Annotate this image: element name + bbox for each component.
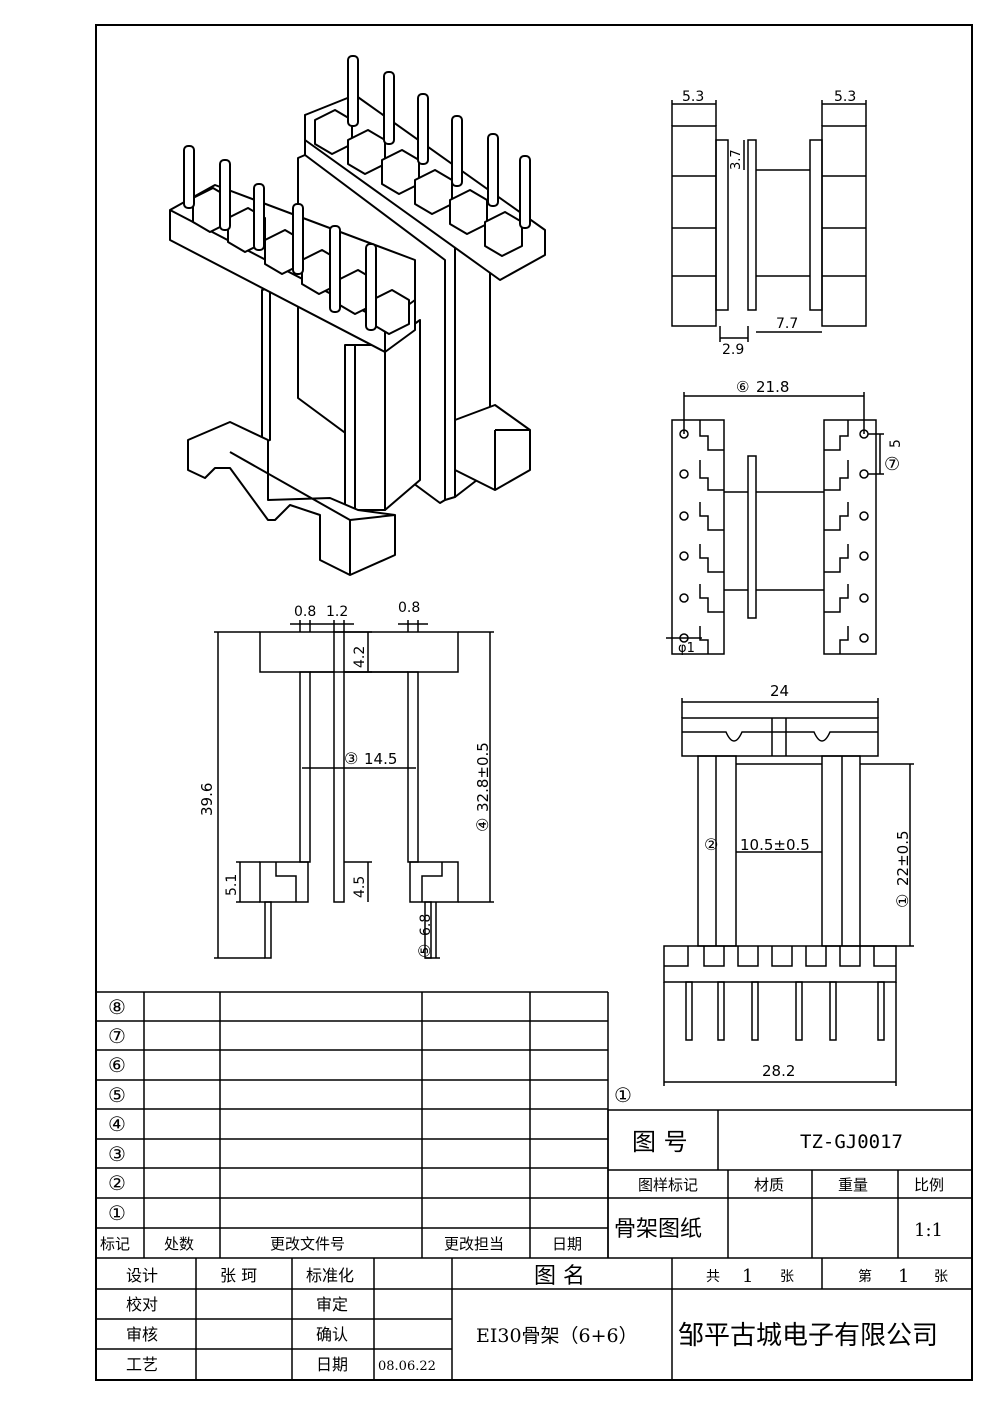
design-label: 设计 — [126, 1266, 158, 1285]
date-label: 日期 — [316, 1355, 348, 1374]
rev-col-count: 处数 — [164, 1235, 194, 1253]
front-32-8-marker: ④ — [473, 818, 492, 832]
scale-label: 比例 — [914, 1176, 944, 1194]
process-label: 工艺 — [126, 1355, 158, 1374]
scale-value: 1:1 — [914, 1220, 943, 1241]
dim-front-5-1: 5.1 — [224, 874, 240, 896]
dim-front-6-8: 6.8 — [418, 914, 434, 936]
sample-mark-label: 图样标记 — [638, 1176, 698, 1194]
title-block-grid — [96, 1109, 972, 1380]
revision-marker-4: ④ — [108, 1112, 126, 1136]
dim-front-4-5: 4.5 — [352, 876, 368, 898]
rev-col-date: 日期 — [552, 1235, 582, 1253]
side-view — [663, 698, 914, 1086]
revision-marker-1: ① — [108, 1201, 126, 1225]
drawing-no-label: 图 号 — [632, 1128, 688, 1156]
rev-col-mark: 标记 — [100, 1235, 130, 1253]
page-no: 1 — [898, 1266, 909, 1287]
pin-span-marker: ⑥ — [736, 378, 749, 396]
dim-front-1-2: 1.2 — [326, 604, 348, 620]
rev-col-sign: 更改担当 — [444, 1235, 504, 1253]
revision-marker-8: ⑧ — [108, 995, 126, 1019]
front-14-5-marker: ③ — [344, 749, 358, 768]
dim-front-39-6: 39.6 — [198, 783, 216, 816]
dim-front-14-5: 14.5 — [364, 750, 397, 768]
title-loose-marker: ① — [614, 1083, 632, 1107]
side-22-marker: ① — [893, 894, 912, 908]
dim-gap-2-9: 2.9 — [722, 342, 744, 358]
dim-side-10-5: 10.5±0.5 — [740, 836, 810, 854]
dim-side-24: 24 — [770, 682, 789, 700]
revision-marker-7: ⑦ — [108, 1024, 126, 1048]
page-unit: 张 — [934, 1269, 948, 1285]
revision-table — [96, 991, 972, 1259]
revision-marker-5: ⑤ — [108, 1083, 126, 1107]
rev-col-doc: 更改文件号 — [270, 1235, 345, 1253]
dim-top-left-width: 5.3 — [682, 89, 704, 105]
confirm-label: 确认 — [316, 1325, 348, 1344]
company-name: 邹平古城电子有限公司 — [678, 1321, 938, 1351]
revision-marker-3: ③ — [108, 1142, 126, 1166]
revision-marker-6: ⑥ — [108, 1053, 126, 1077]
drawing-name-label: 图 名 — [534, 1264, 585, 1289]
doc-type: 骨架图纸 — [614, 1217, 702, 1242]
dim-core-7-7: 7.7 — [776, 316, 798, 332]
dim-front-0-8a: 0.8 — [294, 604, 316, 620]
front-view — [214, 620, 494, 959]
side-10-5-marker: ② — [704, 835, 718, 854]
review-label: 审核 — [126, 1325, 158, 1344]
date-value: 08.06.22 — [378, 1359, 436, 1374]
revision-markers: ⑧ ⑦ ⑥ ⑤ ④ ③ ② ① — [108, 995, 126, 1225]
dim-front-32-8: 32.8±0.5 — [474, 742, 492, 812]
isometric-view — [169, 55, 546, 576]
approve-label: 审定 — [316, 1295, 348, 1314]
pin-pitch-marker: ⑦ — [884, 454, 900, 475]
dim-top-right-width: 5.3 — [834, 89, 856, 105]
revision-marker-2: ② — [108, 1171, 126, 1195]
total-label: 共 — [706, 1269, 720, 1285]
page-label: 第 — [858, 1268, 872, 1285]
sheet-unit: 张 — [780, 1269, 794, 1285]
front-6-8-marker: ⑤ — [415, 944, 434, 958]
total-count: 1 — [742, 1266, 753, 1287]
dim-front-4-2: 4.2 — [352, 646, 368, 668]
part-name: EI30骨架（6+6） — [476, 1325, 638, 1347]
designer-name: 张 珂 — [220, 1266, 257, 1285]
dim-side-22: 22±0.5 — [894, 830, 912, 886]
dim-pin-dia: φ1 — [678, 641, 695, 656]
standard-label: 标准化 — [306, 1266, 354, 1285]
dim-front-0-8b: 0.8 — [398, 600, 420, 616]
sheet-border — [95, 24, 973, 1381]
dim-pin-pitch: 5 — [888, 439, 904, 448]
drawing-no: TZ-GJ0017 — [800, 1131, 903, 1153]
top-view — [671, 100, 867, 342]
dim-pin-span: 21.8 — [756, 378, 789, 396]
weight-label: 重量 — [838, 1176, 868, 1194]
dim-flange-gap: 3.7 — [729, 149, 744, 170]
dim-side-28-2: 28.2 — [762, 1062, 795, 1080]
material-label: 材质 — [754, 1176, 784, 1194]
check-label: 校对 — [126, 1295, 158, 1314]
bottom-view — [666, 392, 884, 655]
